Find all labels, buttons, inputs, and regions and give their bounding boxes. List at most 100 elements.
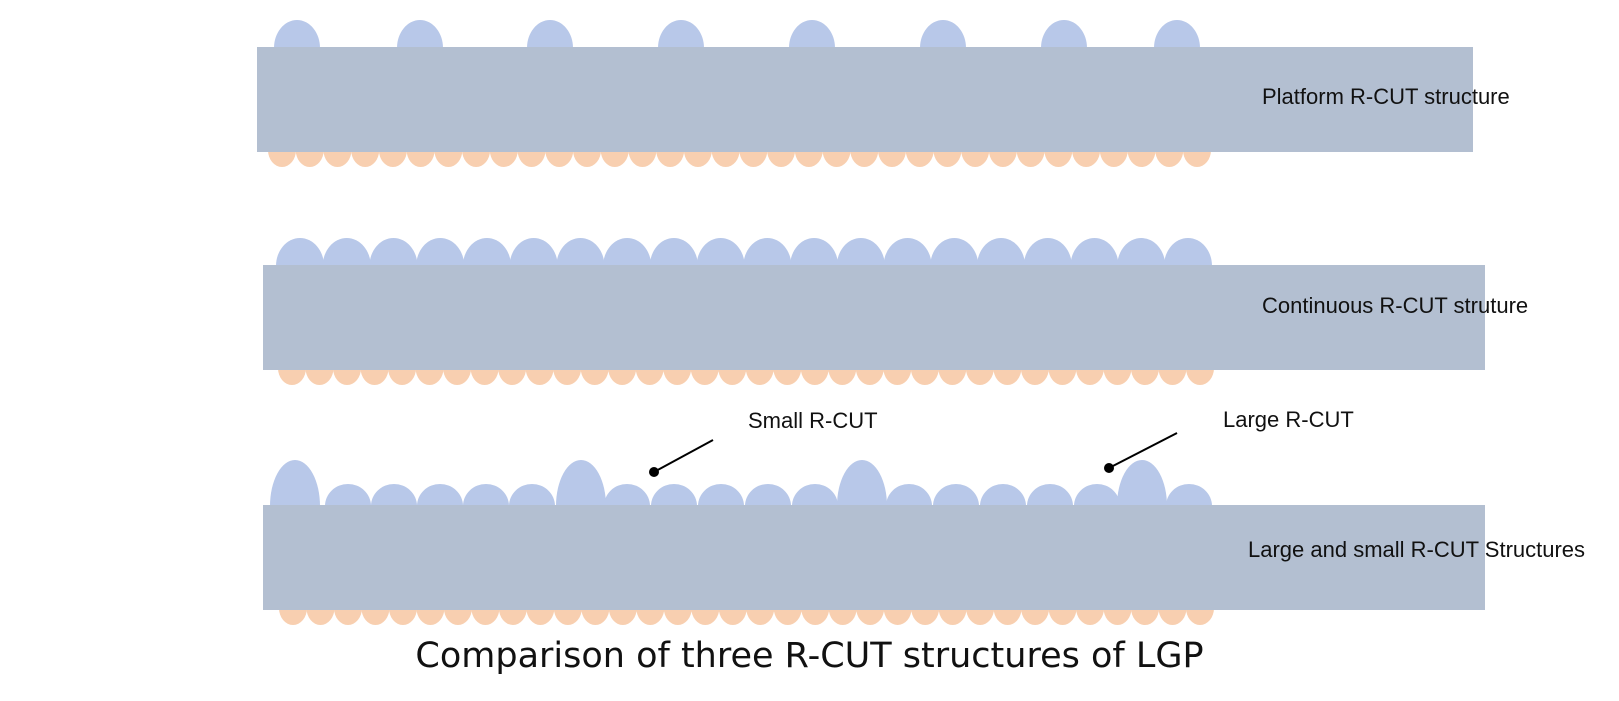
small-rcut-bump <box>651 484 697 506</box>
small-rcut-bump <box>325 484 371 506</box>
bottom-rcut-bump <box>828 368 857 385</box>
small-rcut-bump <box>745 484 791 506</box>
bottom-rcut-bump <box>856 608 885 625</box>
bottom-rcut-bump <box>801 608 830 625</box>
bottom-rcut-bump <box>773 608 802 625</box>
bottom-rcut-bump <box>1127 150 1156 167</box>
top-rcut-bump <box>1070 238 1119 266</box>
bottom-rcut-bump <box>434 150 463 167</box>
small-rcut-marker <box>649 467 659 477</box>
bottom-rcut-bump <box>388 608 417 625</box>
bottom-rcut-bump <box>581 608 610 625</box>
bottom-rcut-bump <box>965 368 994 385</box>
bottom-rcut-bump <box>910 368 939 385</box>
bottom-rcut-bump <box>1075 368 1104 385</box>
bottom-rcut-bump <box>268 150 296 167</box>
bottom-rcut-bump <box>545 150 574 167</box>
lgp-plate <box>257 47 1473 152</box>
bottom-rcut-bump <box>517 150 546 167</box>
bottom-rcut-bump <box>1130 368 1159 385</box>
bottom-rcut-bump <box>1048 368 1077 385</box>
bottom-rcut-bump <box>1155 150 1184 167</box>
bottom-rcut-bump <box>663 368 692 385</box>
top-rcut-bump <box>920 20 966 48</box>
bottom-rcut-bump <box>739 150 768 167</box>
large-rcut-bump <box>556 460 606 506</box>
bottom-rcut-bump <box>911 608 940 625</box>
bottom-rcut-bump <box>1103 608 1132 625</box>
continuous-structure-label: Continuous R-CUT struture <box>1262 293 1529 318</box>
top-rcut-bump <box>274 20 320 48</box>
bottom-rcut-bump <box>773 368 802 385</box>
bottom-rcut-bump <box>690 368 719 385</box>
top-rcut-bump <box>556 238 605 266</box>
mixed-structure-label: Large and small R-CUT Structures <box>1248 537 1586 562</box>
bottom-rcut-bump <box>1072 150 1101 167</box>
bottom-rcut-bump <box>800 368 829 385</box>
top-rcut-bump <box>527 20 573 48</box>
bottom-rcut-bump <box>828 608 857 625</box>
top-rcut-bump <box>397 20 443 48</box>
bottom-rcut-bump <box>718 608 747 625</box>
small-rcut-bump <box>980 484 1026 506</box>
bottom-rcut-bump <box>573 150 601 167</box>
bottom-rcut-bump <box>333 368 362 385</box>
top-rcut-bump <box>930 238 979 266</box>
small-rcut-label: Small R-CUT <box>748 408 878 433</box>
top-rcut-bump <box>743 238 792 266</box>
small-rcut-bump <box>509 484 555 506</box>
platform-structure <box>257 20 1473 167</box>
bottom-rcut-bump <box>489 150 518 167</box>
top-rcut-bump <box>1041 20 1087 48</box>
bottom-rcut-bump <box>718 368 747 385</box>
bottom-rcut-bump <box>635 368 664 385</box>
small-rcut-bump <box>1166 484 1212 506</box>
bottom-rcut-bump <box>683 150 712 167</box>
bottom-rcut-bump <box>1158 608 1187 625</box>
top-rcut-bump <box>509 238 558 266</box>
top-rcut-bump <box>276 238 324 266</box>
small-rcut-bump <box>1074 484 1120 506</box>
top-rcut-bump <box>977 238 1026 266</box>
top-rcut-bump <box>790 238 839 266</box>
bottom-rcut-bump <box>360 368 389 385</box>
bottom-rcut-bump <box>295 150 324 167</box>
bottom-rcut-bump <box>498 608 527 625</box>
bottom-rcut-bump <box>361 608 390 625</box>
bottom-rcut-bump <box>1016 150 1045 167</box>
bottom-rcut-bump <box>663 608 692 625</box>
lgp-plate <box>263 265 1485 370</box>
large-rcut-leader <box>1108 432 1178 469</box>
bottom-rcut-bump <box>443 368 472 385</box>
bottom-rcut-bump <box>1186 608 1214 625</box>
platform-structure-label: Platform R-CUT structure <box>1262 84 1510 109</box>
bottom-rcut-bump <box>1020 368 1049 385</box>
bottom-rcut-bump <box>525 368 554 385</box>
bottom-rcut-bump <box>1186 368 1214 385</box>
top-rcut-bump <box>1117 238 1166 266</box>
bottom-rcut-bump <box>351 150 380 167</box>
small-rcut-bump <box>371 484 417 506</box>
bottom-rcut-bump <box>306 608 335 625</box>
bottom-rcut-bump <box>406 150 435 167</box>
bottom-rcut-bump <box>691 608 720 625</box>
large-rcut-bump <box>837 460 887 506</box>
bottom-rcut-bump <box>1183 150 1211 167</box>
small-rcut-bump <box>886 484 932 506</box>
bottom-rcut-bump <box>883 608 912 625</box>
bottom-rcut-bump <box>711 150 740 167</box>
bottom-rcut-bump <box>415 368 444 385</box>
bottom-rcut-bump <box>278 368 306 385</box>
bottom-rcut-bump <box>470 368 499 385</box>
bottom-rcut-bump <box>988 150 1017 167</box>
small-rcut-bump <box>1027 484 1073 506</box>
small-rcut-bump <box>792 484 838 506</box>
bottom-rcut-bump <box>628 150 657 167</box>
bottom-rcut-bump <box>878 150 906 167</box>
large-rcut-label: Large R-CUT <box>1223 407 1354 432</box>
small-rcut-bump <box>698 484 744 506</box>
large-rcut-bump <box>1117 460 1167 506</box>
bottom-rcut-bump <box>1103 368 1132 385</box>
top-rcut-bump <box>369 238 418 266</box>
small-rcut-bump <box>417 484 463 506</box>
